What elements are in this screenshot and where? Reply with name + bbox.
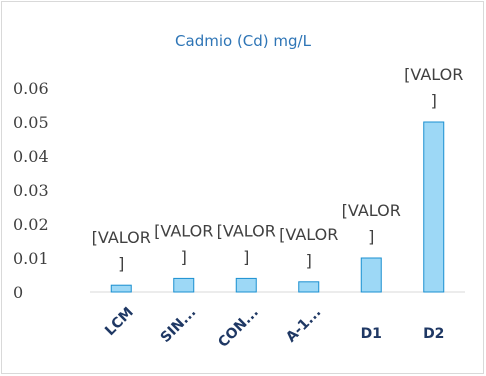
y-tick-label: 0.06 — [13, 79, 49, 98]
data-label: [VALOR] — [154, 221, 213, 266]
bar — [110, 284, 132, 293]
bars — [110, 121, 445, 293]
x-tick-label: D2 — [423, 326, 444, 342]
y-tick-label: 0.02 — [13, 215, 49, 234]
bar — [298, 281, 320, 293]
y-tick-label: 0.03 — [13, 181, 49, 200]
bar — [360, 257, 382, 293]
y-tick-label: 0 — [13, 283, 23, 302]
x-tick-label: CON... — [215, 304, 262, 351]
x-tick-label: A-1... — [283, 304, 324, 345]
y-axis-ticks: 0 0.01 0.02 0.03 0.04 0.05 0.06 — [13, 79, 49, 302]
y-tick-label: 0.04 — [13, 147, 49, 166]
x-tick-label: LCM — [102, 304, 137, 339]
data-label: [VALOR] — [92, 228, 151, 273]
data-labels: [VALOR][VALOR][VALOR][VALOR][VALOR][VALO… — [92, 65, 464, 273]
x-axis-ticks: LCM SIN... CON... A-1... D1 D2 — [102, 304, 444, 351]
data-label: [VALOR] — [342, 201, 401, 246]
chart-title: Cadmio (Cd) mg/L — [175, 32, 311, 50]
bar — [173, 277, 195, 293]
data-label: [VALOR] — [217, 221, 276, 266]
x-tick-label: SIN... — [158, 304, 200, 346]
x-tick-label: D1 — [361, 326, 382, 342]
data-label: [VALOR] — [404, 65, 463, 110]
bar — [423, 121, 445, 293]
data-label: [VALOR] — [279, 225, 338, 270]
y-tick-label: 0.05 — [13, 113, 49, 132]
y-tick-label: 0.01 — [13, 249, 49, 268]
bar — [235, 277, 257, 293]
